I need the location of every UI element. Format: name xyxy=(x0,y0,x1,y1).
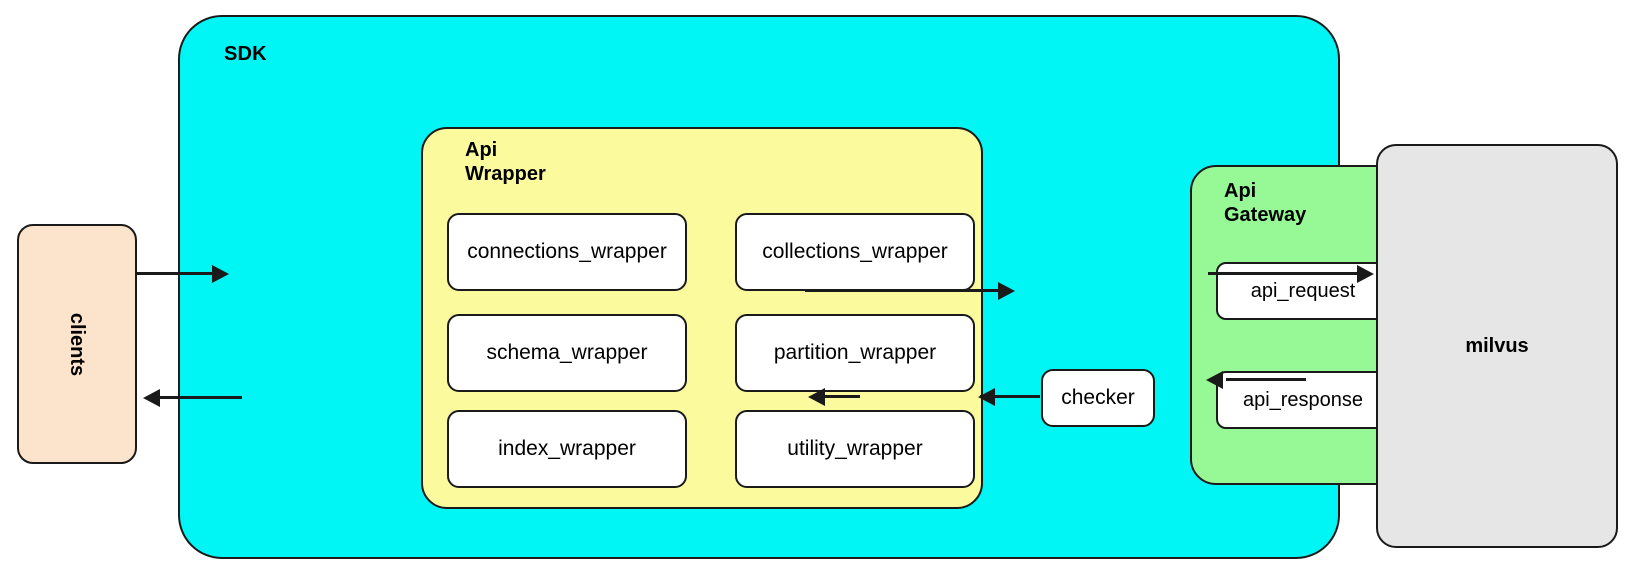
connector-clients-to-api-wrapper xyxy=(137,272,219,275)
arrowhead-clients-to-api-wrapper xyxy=(212,265,229,283)
checker-label: checker xyxy=(1061,386,1135,409)
connector-api-wrapper-to-api-gateway xyxy=(805,289,1005,292)
clients-node[interactable]: clients xyxy=(17,224,137,464)
arrowhead-checker-to-api-wrapper xyxy=(808,388,825,406)
connector-checker-to-api-wrapper xyxy=(812,395,860,398)
schema-wrapper-node[interactable]: schema_wrapper xyxy=(447,314,687,392)
sdk-container[interactable]: SDK Api Wrapper connections_wrapper coll… xyxy=(178,15,1418,559)
collections-wrapper-label: collections_wrapper xyxy=(762,240,948,263)
connector-api-response-to-checker xyxy=(980,395,1040,398)
arrowhead-milvus-to-api-response xyxy=(1206,371,1223,389)
partition-wrapper-node[interactable]: partition_wrapper xyxy=(735,314,975,392)
utility-wrapper-label: utility_wrapper xyxy=(787,437,923,460)
clients-label: clients xyxy=(66,312,89,376)
sdk-label: SDK xyxy=(224,43,267,65)
api-response-label: api_response xyxy=(1242,388,1364,411)
api-gateway-label: Api Gateway xyxy=(1224,180,1307,226)
index-wrapper-label: index_wrapper xyxy=(498,437,636,460)
connector-api-wrapper-to-clients xyxy=(160,396,242,399)
utility-wrapper-node[interactable]: utility_wrapper xyxy=(735,410,975,488)
api-request-label: api_request xyxy=(1250,279,1356,302)
partition-wrapper-label: partition_wrapper xyxy=(773,341,937,364)
milvus-label: milvus xyxy=(1465,334,1529,357)
api-wrapper-container[interactable]: Api Wrapper connections_wrapper collecti… xyxy=(421,127,983,509)
milvus-node[interactable]: milvus xyxy=(1376,144,1618,548)
connector-api-request-to-milvus xyxy=(1208,272,1360,275)
checker-node[interactable]: checker xyxy=(1041,369,1155,427)
index-wrapper-node[interactable]: index_wrapper xyxy=(447,410,687,488)
schema-wrapper-label: schema_wrapper xyxy=(486,341,648,364)
arrowhead-api-request-to-milvus xyxy=(1357,265,1374,283)
connections-wrapper-node[interactable]: connections_wrapper xyxy=(447,213,687,291)
arrowhead-api-wrapper-to-clients xyxy=(143,389,160,407)
connections-wrapper-label: connections_wrapper xyxy=(467,240,667,263)
arrowhead-api-wrapper-to-api-gateway xyxy=(998,282,1015,300)
api-wrapper-label: Api Wrapper xyxy=(465,139,546,185)
connector-milvus-to-api-response xyxy=(1226,378,1306,381)
arrowhead-api-response-to-checker xyxy=(978,388,995,406)
collections-wrapper-node[interactable]: collections_wrapper xyxy=(735,213,975,291)
